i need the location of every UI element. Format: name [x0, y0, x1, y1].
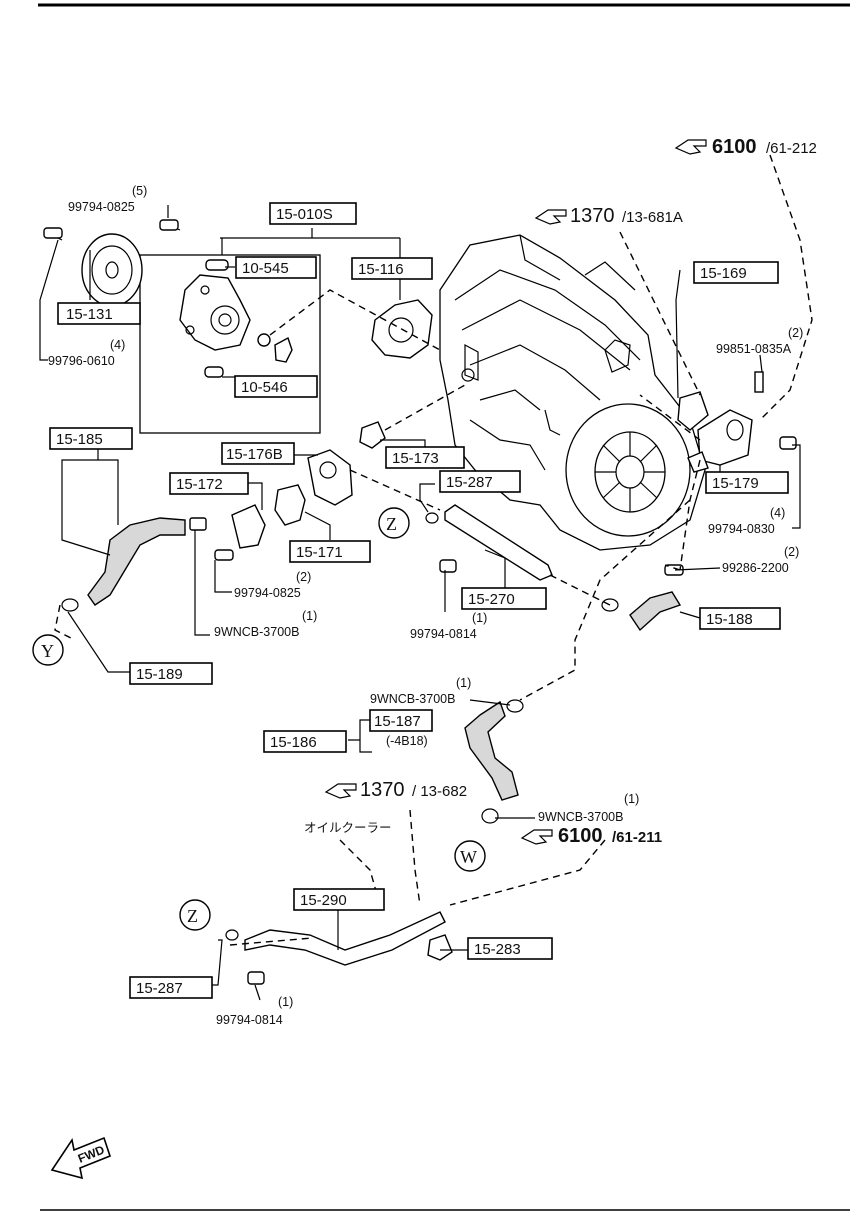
ref-6100-mid-sub: /61-211: [612, 829, 662, 846]
pointing-hand-icon: [324, 783, 357, 799]
svg-text:Z: Z: [386, 514, 397, 534]
fastener-9WNCB-3700B-b: 9WNCB-3700B: [370, 692, 455, 706]
qty-99794-0825-top: (5): [132, 184, 147, 198]
qty-9WNCB-3700B-b: (1): [456, 676, 471, 690]
fwd-arrow-icon: FWD: [50, 1136, 111, 1180]
ref-6100-61-211[interactable]: 6100 /61-211: [520, 825, 662, 847]
qty-9WNCB-3700B-a: (1): [302, 609, 317, 623]
qty-99794-0830: (4): [770, 506, 785, 520]
svg-text:W: W: [460, 847, 477, 867]
label-15-172: 15-172: [176, 476, 223, 493]
water-pump-drawing: [179, 259, 293, 378]
oil-cooler-note: オイルクーラー: [304, 821, 392, 835]
ref-1370-top-sub: /13-681A: [622, 209, 683, 226]
svg-text:Z: Z: [187, 906, 198, 926]
marker-z-lower: Z: [179, 899, 211, 931]
label-15-186: 15-186: [270, 734, 317, 751]
label-15-290: 15-290: [300, 892, 347, 909]
label-15-171: 15-171: [296, 544, 343, 561]
ref-6100-mid-number: 6100: [558, 825, 603, 847]
qty-99286-2200: (2): [784, 545, 799, 559]
fastener-99286-2200: 99286-2200: [722, 561, 789, 575]
svg-text:Y: Y: [41, 641, 54, 661]
water-pump-group-frame: [139, 254, 321, 434]
hose-188-drawing: [629, 591, 682, 632]
fastener-9WNCB-3700B-a: 9WNCB-3700B: [214, 625, 299, 639]
ref-1370-mid-sub: / 13-682: [412, 783, 467, 800]
marker-w: W: [454, 840, 486, 872]
dashed-connections: [54, 154, 813, 946]
coolant-outlet-drawing: [677, 371, 797, 473]
ref-1370-13-682[interactable]: 1370 / 13-682: [324, 779, 467, 801]
label-15-176B: 15-176B: [226, 446, 283, 463]
qty-99796-0610: (4): [110, 338, 125, 352]
ref-6100-61-212[interactable]: 6100 /61-212: [674, 136, 817, 158]
qty-99794-0814-a: (1): [472, 611, 487, 625]
label-10-546: 10-546: [241, 379, 288, 396]
label-15-116: 15-116: [358, 261, 404, 278]
label-15-287-lower: 15-287: [136, 980, 183, 997]
qty-99851-0835A: (2): [788, 326, 803, 340]
qty-9WNCB-3700B-c: (1): [624, 792, 639, 806]
qty-99794-0814-b: (1): [278, 995, 293, 1009]
label-15-185: 15-185: [56, 431, 103, 448]
label-15-189: 15-189: [136, 666, 183, 683]
engine-block-drawing: [439, 234, 706, 551]
label-15-169: 15-169: [700, 265, 747, 282]
thermostat-housing-drawing: [189, 421, 439, 561]
fastener-99794-0825-mid: 99794-0825: [234, 586, 301, 600]
label-15-188: 15-188: [706, 611, 753, 628]
label-15-287-upper: 15-287: [446, 474, 493, 491]
serial-note: (-4B18): [386, 734, 428, 748]
pointing-hand-icon: [674, 139, 707, 155]
ref-1370-top-number: 1370: [570, 205, 615, 227]
ref-6100-top-number: 6100: [712, 136, 757, 158]
label-15-283: 15-283: [474, 941, 521, 958]
fastener-99794-0830: 99794-0830: [708, 522, 775, 536]
label-15-179: 15-179: [712, 475, 759, 492]
hose-185-drawing: [87, 517, 186, 606]
fastener-99796-0610: 99796-0610: [48, 354, 115, 368]
label-15-173: 15-173: [392, 450, 439, 467]
pulley-drawing: [43, 219, 181, 307]
pipe-270-drawing: [439, 504, 553, 581]
fastener-99851-0835A: 99851-0835A: [716, 342, 792, 356]
fastener-99794-0814-a: 99794-0814: [410, 627, 477, 641]
fastener-99794-0825-top: 99794-0825: [68, 200, 135, 214]
label-15-270: 15-270: [468, 591, 515, 608]
pipe-290-drawing: [225, 911, 453, 985]
marker-z-upper: Z: [378, 507, 410, 539]
ref-1370-13-681A[interactable]: 1370 /13-681A: [534, 205, 683, 227]
pointing-hand-icon: [534, 209, 567, 225]
label-10-545: 10-545: [242, 260, 289, 277]
ref-1370-mid-number: 1370: [360, 779, 405, 801]
hose-187-drawing: [464, 700, 519, 801]
fastener-9WNCB-3700B-c: 9WNCB-3700B: [538, 810, 623, 824]
qty-99794-0825-mid: (2): [296, 570, 311, 584]
pointing-hand-icon: [520, 829, 553, 845]
ref-6100-top-sub: /61-212: [766, 140, 817, 157]
label-15-010S: 15-010S: [276, 206, 333, 223]
label-15-187: 15-187: [374, 713, 421, 730]
fastener-99794-0814-b: 99794-0814: [216, 1013, 283, 1027]
label-15-131: 15-131: [66, 306, 113, 323]
marker-y: Y: [32, 634, 64, 666]
